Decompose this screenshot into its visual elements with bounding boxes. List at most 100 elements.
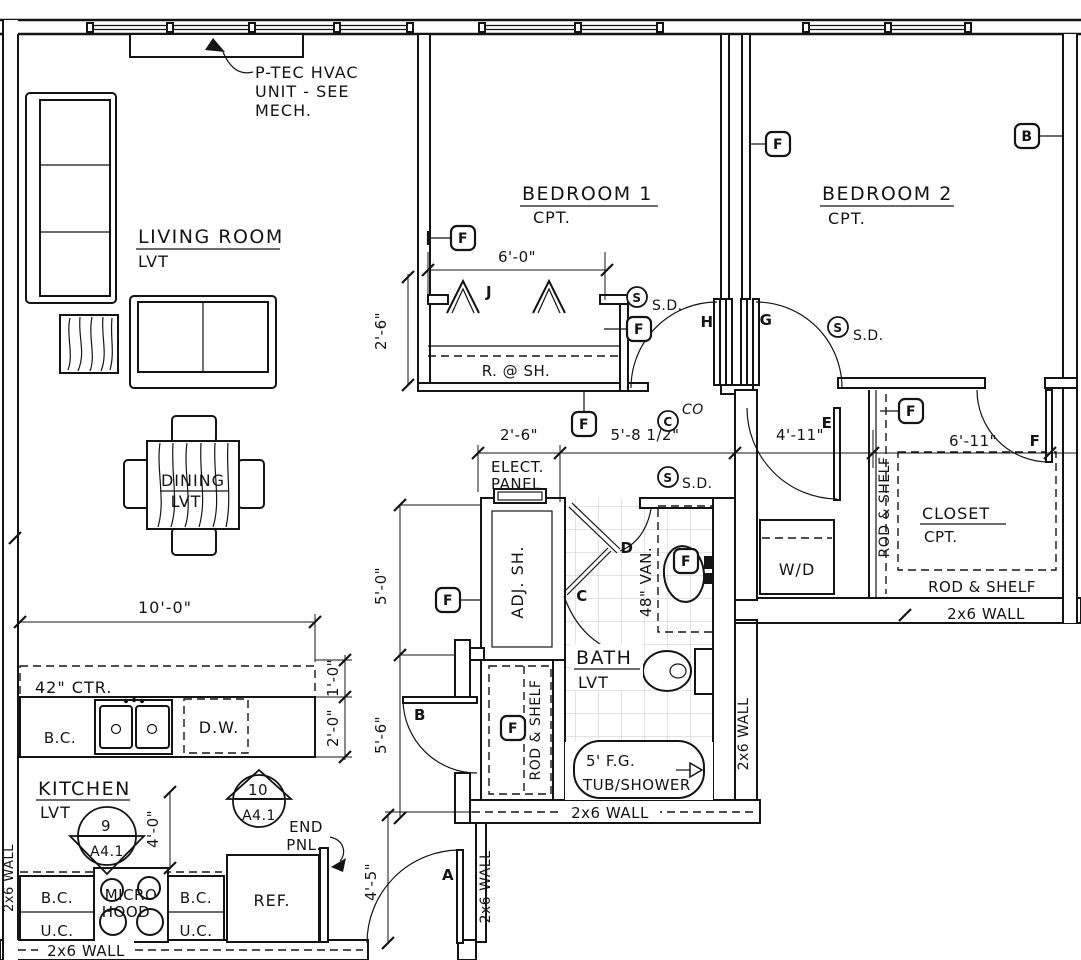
door-F <box>976 389 1053 463</box>
dishwasher-label: D.W. <box>199 718 239 737</box>
hvac-note-2: UNIT - SEE <box>255 82 350 101</box>
dim-5-0: 5'-0" <box>372 567 390 605</box>
base-cabinet-label-peninsula: B.C. <box>44 729 76 747</box>
room-label-bedroom2: BEDROOM 2 <box>822 183 953 205</box>
bath-tile-floor <box>565 498 713 742</box>
svg-text:S: S <box>663 471 672 485</box>
living-room-furniture <box>25 92 277 389</box>
room-floor-bath: LVT <box>578 673 609 692</box>
door-J-bifold <box>446 278 566 314</box>
f-tag-adj-shelf: F <box>434 586 462 614</box>
tub-label-1: 5' F.G. <box>586 752 635 770</box>
bath-fixtures <box>565 505 714 800</box>
room-label-kitchen: KITCHEN <box>38 778 131 800</box>
hvac-unit <box>129 33 304 74</box>
dim-10-0: 10'-0" <box>138 598 192 617</box>
room-floor-closet: CPT. <box>924 528 958 546</box>
svg-text:9: 9 <box>101 817 111 835</box>
door-letter-J: J <box>485 283 492 301</box>
hvac-note-3: MECH. <box>255 101 312 120</box>
svg-text:A4.1: A4.1 <box>242 808 276 824</box>
refrigerator <box>226 854 320 943</box>
svg-text:S: S <box>632 291 641 305</box>
wall-label-entry: 2x6 WALL <box>478 851 494 924</box>
upper-cabinet-label-right: U.C. <box>180 922 213 940</box>
b-tag-bedroom2: B <box>1013 122 1041 150</box>
fridge-label: REF. <box>254 891 291 910</box>
door-H <box>630 298 721 389</box>
hvac-note-1: P-TEC HVAC <box>255 63 359 82</box>
toilet <box>642 648 714 695</box>
counter-label: 42" CTR. <box>35 678 112 697</box>
door-letter-D: D <box>621 539 634 557</box>
f-tag-bedroom1-closet: F <box>625 315 653 343</box>
kitchen-fixtures <box>19 665 346 943</box>
elevation-symbol-9: 9 A4.1 <box>67 806 147 876</box>
room-label-bath: BATH <box>576 647 632 669</box>
svg-text:F: F <box>443 593 453 609</box>
adj-shelf-label: ADJ. SH. <box>508 545 527 618</box>
door-letter-A: A <box>442 866 454 884</box>
dim-4-11: 4'-11" <box>776 426 824 444</box>
wall-label-closet: 2x6 WALL <box>947 605 1025 623</box>
svg-text:F: F <box>634 322 644 338</box>
base-cabinet-label-left: B.C. <box>41 889 73 907</box>
f-tag-hall: F <box>570 410 598 438</box>
range-micro-hood <box>93 867 169 943</box>
dim-4-5: 4'-5" <box>362 863 380 901</box>
upper-cabinet-label-left: U.C. <box>41 922 74 940</box>
door-letter-H: H <box>700 313 713 331</box>
dim-2-0: 2'-0" <box>324 709 342 747</box>
wall-label-bath-right: 2x6 WALL <box>736 698 752 771</box>
door-letter-G: G <box>760 311 773 329</box>
door-B <box>402 696 478 774</box>
wall-label-left: 2x6 WALL <box>2 844 17 912</box>
svg-text:F: F <box>579 417 589 433</box>
room-label-dining: DINING <box>161 471 225 490</box>
co-detector-hall: CCO <box>657 402 703 432</box>
doors <box>366 278 1053 944</box>
dim-5-8-half: 5'-8 1/2" <box>611 426 680 444</box>
dim-4-0: 4'-0" <box>144 810 162 848</box>
wall-label-bath: 2x6 WALL <box>571 804 649 822</box>
dim-1-0: 1'-0" <box>324 659 342 697</box>
labels: LIVING ROOM LVT BEDROOM 1 CPT. BEDROOM 2… <box>2 63 1040 960</box>
door-A <box>366 849 464 944</box>
dining-set <box>123 415 265 556</box>
dim-6-11: 6'-11" <box>949 432 997 450</box>
room-floor-kitchen: LVT <box>40 803 71 822</box>
side-table <box>59 314 119 374</box>
dimensions <box>13 135 1077 950</box>
vanity-label: 48" VAN. <box>637 547 655 617</box>
door-E <box>746 407 841 501</box>
smoke-detector-hall: S S.D. <box>657 466 713 492</box>
svg-text:F: F <box>906 404 916 420</box>
elevation-symbols: 9 A4.1 10 A4.1 <box>67 768 294 876</box>
svg-text:S.D.: S.D. <box>682 476 713 492</box>
f-tag-vanity: F <box>672 547 700 575</box>
f-tag-bedroom1-wall: F <box>449 224 477 252</box>
svg-text:C: C <box>663 415 672 429</box>
dim-2-6-closet: 2'-6" <box>372 312 390 350</box>
elect-panel-label-2: PANEL <box>491 475 541 493</box>
door-letter-E: E <box>822 414 833 432</box>
svg-text:S: S <box>833 321 842 335</box>
tub-shower <box>565 740 713 800</box>
elect-panel-label-1: ELECT. <box>491 458 544 476</box>
svg-text:F: F <box>508 721 518 737</box>
end-panel-label-2: PNL. <box>286 836 321 854</box>
micro-hood-label-1: MICRO <box>105 886 158 904</box>
door-letter-F: F <box>1030 432 1041 450</box>
room-label-bedroom1: BEDROOM 1 <box>522 183 653 205</box>
dim-2-6-panel: 2'-6" <box>500 426 538 444</box>
end-panel-label-1: END <box>289 818 323 836</box>
room-label-living: LIVING ROOM <box>138 226 284 248</box>
svg-text:B: B <box>1021 129 1032 145</box>
dim-6-0: 6'-0" <box>498 248 536 266</box>
end-panel <box>319 836 346 943</box>
f-tag-hall-closet: F <box>499 714 527 742</box>
